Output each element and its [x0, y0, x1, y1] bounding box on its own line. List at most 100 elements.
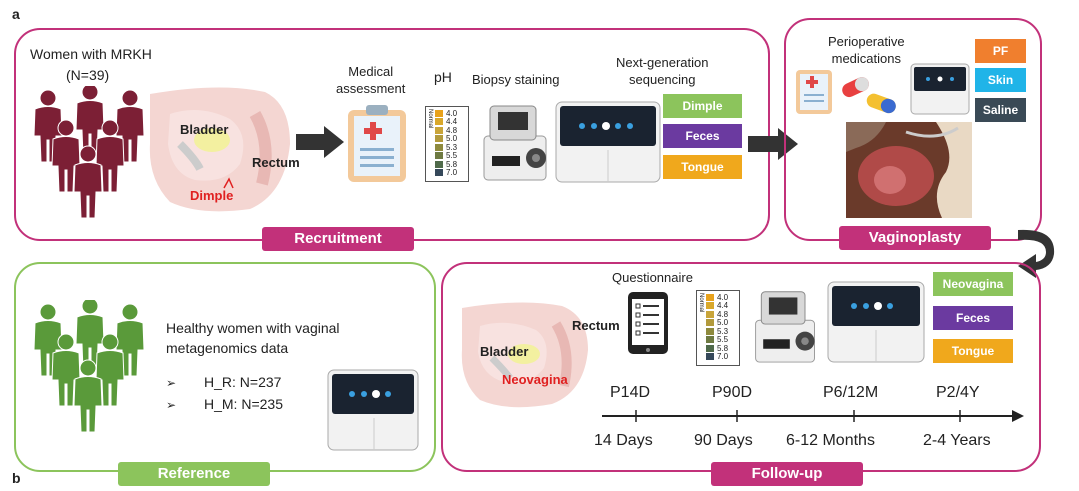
panel-label-b: b: [12, 470, 21, 486]
duration-14-days: 14 Days: [594, 432, 653, 449]
reference-tag: Reference: [118, 462, 270, 486]
pills-icon: [842, 77, 896, 114]
ph-swatch: [706, 302, 714, 310]
ph-value: 7.0: [717, 352, 729, 362]
followup-tag: Follow-up: [711, 462, 863, 486]
ph-row: 7.0: [704, 352, 729, 362]
dimple-label: Dimple: [190, 188, 234, 203]
ph-row: 4.4: [433, 117, 458, 127]
ph-swatch: [435, 152, 443, 160]
ph-value: 4.8: [446, 125, 458, 135]
ph-normal-label: Normal: [698, 293, 704, 313]
healthy-women-group-icon: [33, 300, 145, 433]
timepoint-p14d: P14D: [610, 384, 651, 401]
ph-row: 5.3: [433, 143, 457, 152]
followup-rectum-label: Rectum: [572, 318, 620, 333]
duration-2-4-years: 2-4 Years: [923, 432, 991, 449]
medication-tag-skin: Skin: [975, 68, 1026, 92]
timepoint-p90d: P90D: [712, 384, 753, 401]
ph-value: 7.0: [446, 168, 458, 178]
ph-row: 4.0: [704, 293, 728, 302]
reference-item-hr: H_R: N=237: [204, 374, 282, 390]
ph-normal-label: Normal: [427, 109, 433, 129]
dimple-pointer-icon: [223, 177, 234, 189]
surgery-photo: [846, 122, 972, 218]
biopsy-staining-label: Biopsy staining: [472, 72, 560, 87]
ph-row: 5.5: [704, 335, 729, 345]
followup-tag-tongue: Tongue: [933, 339, 1013, 363]
vaginoplasty-tag: Vaginoplasty: [839, 226, 991, 250]
ph-value: 4.4: [717, 301, 729, 311]
clipboard-icon: [796, 70, 832, 114]
ph-swatch: [706, 293, 714, 301]
ph-swatch: [706, 310, 714, 318]
followup-bladder-label: Bladder: [480, 344, 529, 359]
ph-swatch: [435, 143, 443, 151]
ph-row: 5.0: [433, 134, 458, 144]
microtome-icon: [755, 291, 815, 363]
ph-row: 5.8: [433, 160, 457, 169]
ph-value: 5.8: [717, 343, 729, 353]
cohort-title: Women with MRKH: [30, 46, 152, 62]
followup-tag-feces: Feces: [933, 306, 1013, 330]
flow-arrow-icon: [296, 126, 344, 158]
sequencer-icon: [555, 101, 661, 183]
ph-swatch: [435, 109, 443, 117]
medical-assessment-label: Medical assessment: [336, 64, 406, 96]
ph-value: 4.0: [717, 292, 729, 302]
questionnaire-label: Questionnaire: [612, 270, 693, 285]
ph-row: 4.0: [433, 109, 457, 118]
sample-tag-feces: Feces: [663, 124, 742, 148]
bladder-label: Bladder: [180, 122, 229, 137]
medication-tag-pf: PF: [975, 39, 1026, 63]
sequencer-icon: [327, 369, 419, 451]
recruitment-tag: Recruitment: [262, 227, 414, 251]
panel-label-a: a: [12, 6, 20, 22]
ph-row: 4.8: [433, 126, 457, 135]
ph-swatch: [435, 135, 443, 143]
timepoint-p6-12m: P6/12M: [823, 384, 879, 401]
ph-row: 5.5: [433, 151, 458, 161]
ph-swatch: [435, 169, 443, 177]
ph-swatch: [706, 336, 714, 344]
timeline-axis: [602, 410, 1024, 422]
ph-value: 5.8: [446, 159, 458, 169]
followup-tag-neovagina: Neovagina: [933, 272, 1013, 296]
tablet-questionnaire-icon: [628, 292, 668, 354]
ph-value: 4.4: [446, 117, 458, 127]
ph-value: 4.0: [446, 108, 458, 118]
bullet-icon: ➢: [166, 376, 177, 390]
ph-label: pH: [434, 69, 452, 85]
ngs-label: Next-generation sequencing: [616, 55, 709, 87]
ph-value: 5.3: [717, 326, 729, 336]
timepoint-p2-4y: P2/4Y: [936, 384, 980, 401]
ph-swatch: [706, 353, 714, 361]
ph-swatch: [435, 118, 443, 126]
ph-swatch: [435, 126, 443, 134]
duration-6-12-months: 6-12 Months: [786, 432, 875, 449]
duration-90-days: 90 Days: [694, 432, 753, 449]
pelvic-anatomy-illustration: [149, 87, 290, 212]
microtome-icon: [483, 105, 547, 181]
sample-tag-dimple: Dimple: [663, 94, 742, 118]
ph-swatch: [435, 160, 443, 168]
ph-value: 5.0: [717, 318, 729, 328]
ph-swatch: [706, 327, 714, 335]
ph-value: 5.5: [446, 151, 458, 161]
ph-value: 5.0: [446, 134, 458, 144]
reference-item-hm: H_M: N=235: [204, 396, 283, 412]
neovagina-anatomy-illustration: [461, 302, 588, 408]
patient-group-icon: [33, 86, 145, 219]
reference-description: Healthy women with vaginal metagenomics …: [166, 320, 340, 356]
clipboard-icon: [348, 105, 406, 182]
ph-row: 4.4: [704, 301, 729, 311]
sample-tag-tongue: Tongue: [663, 155, 742, 179]
ph-value: 5.5: [717, 335, 729, 345]
medication-tag-saline: Saline: [975, 98, 1026, 122]
ph-row: 4.8: [704, 310, 728, 319]
ph-row: 7.0: [433, 168, 458, 178]
